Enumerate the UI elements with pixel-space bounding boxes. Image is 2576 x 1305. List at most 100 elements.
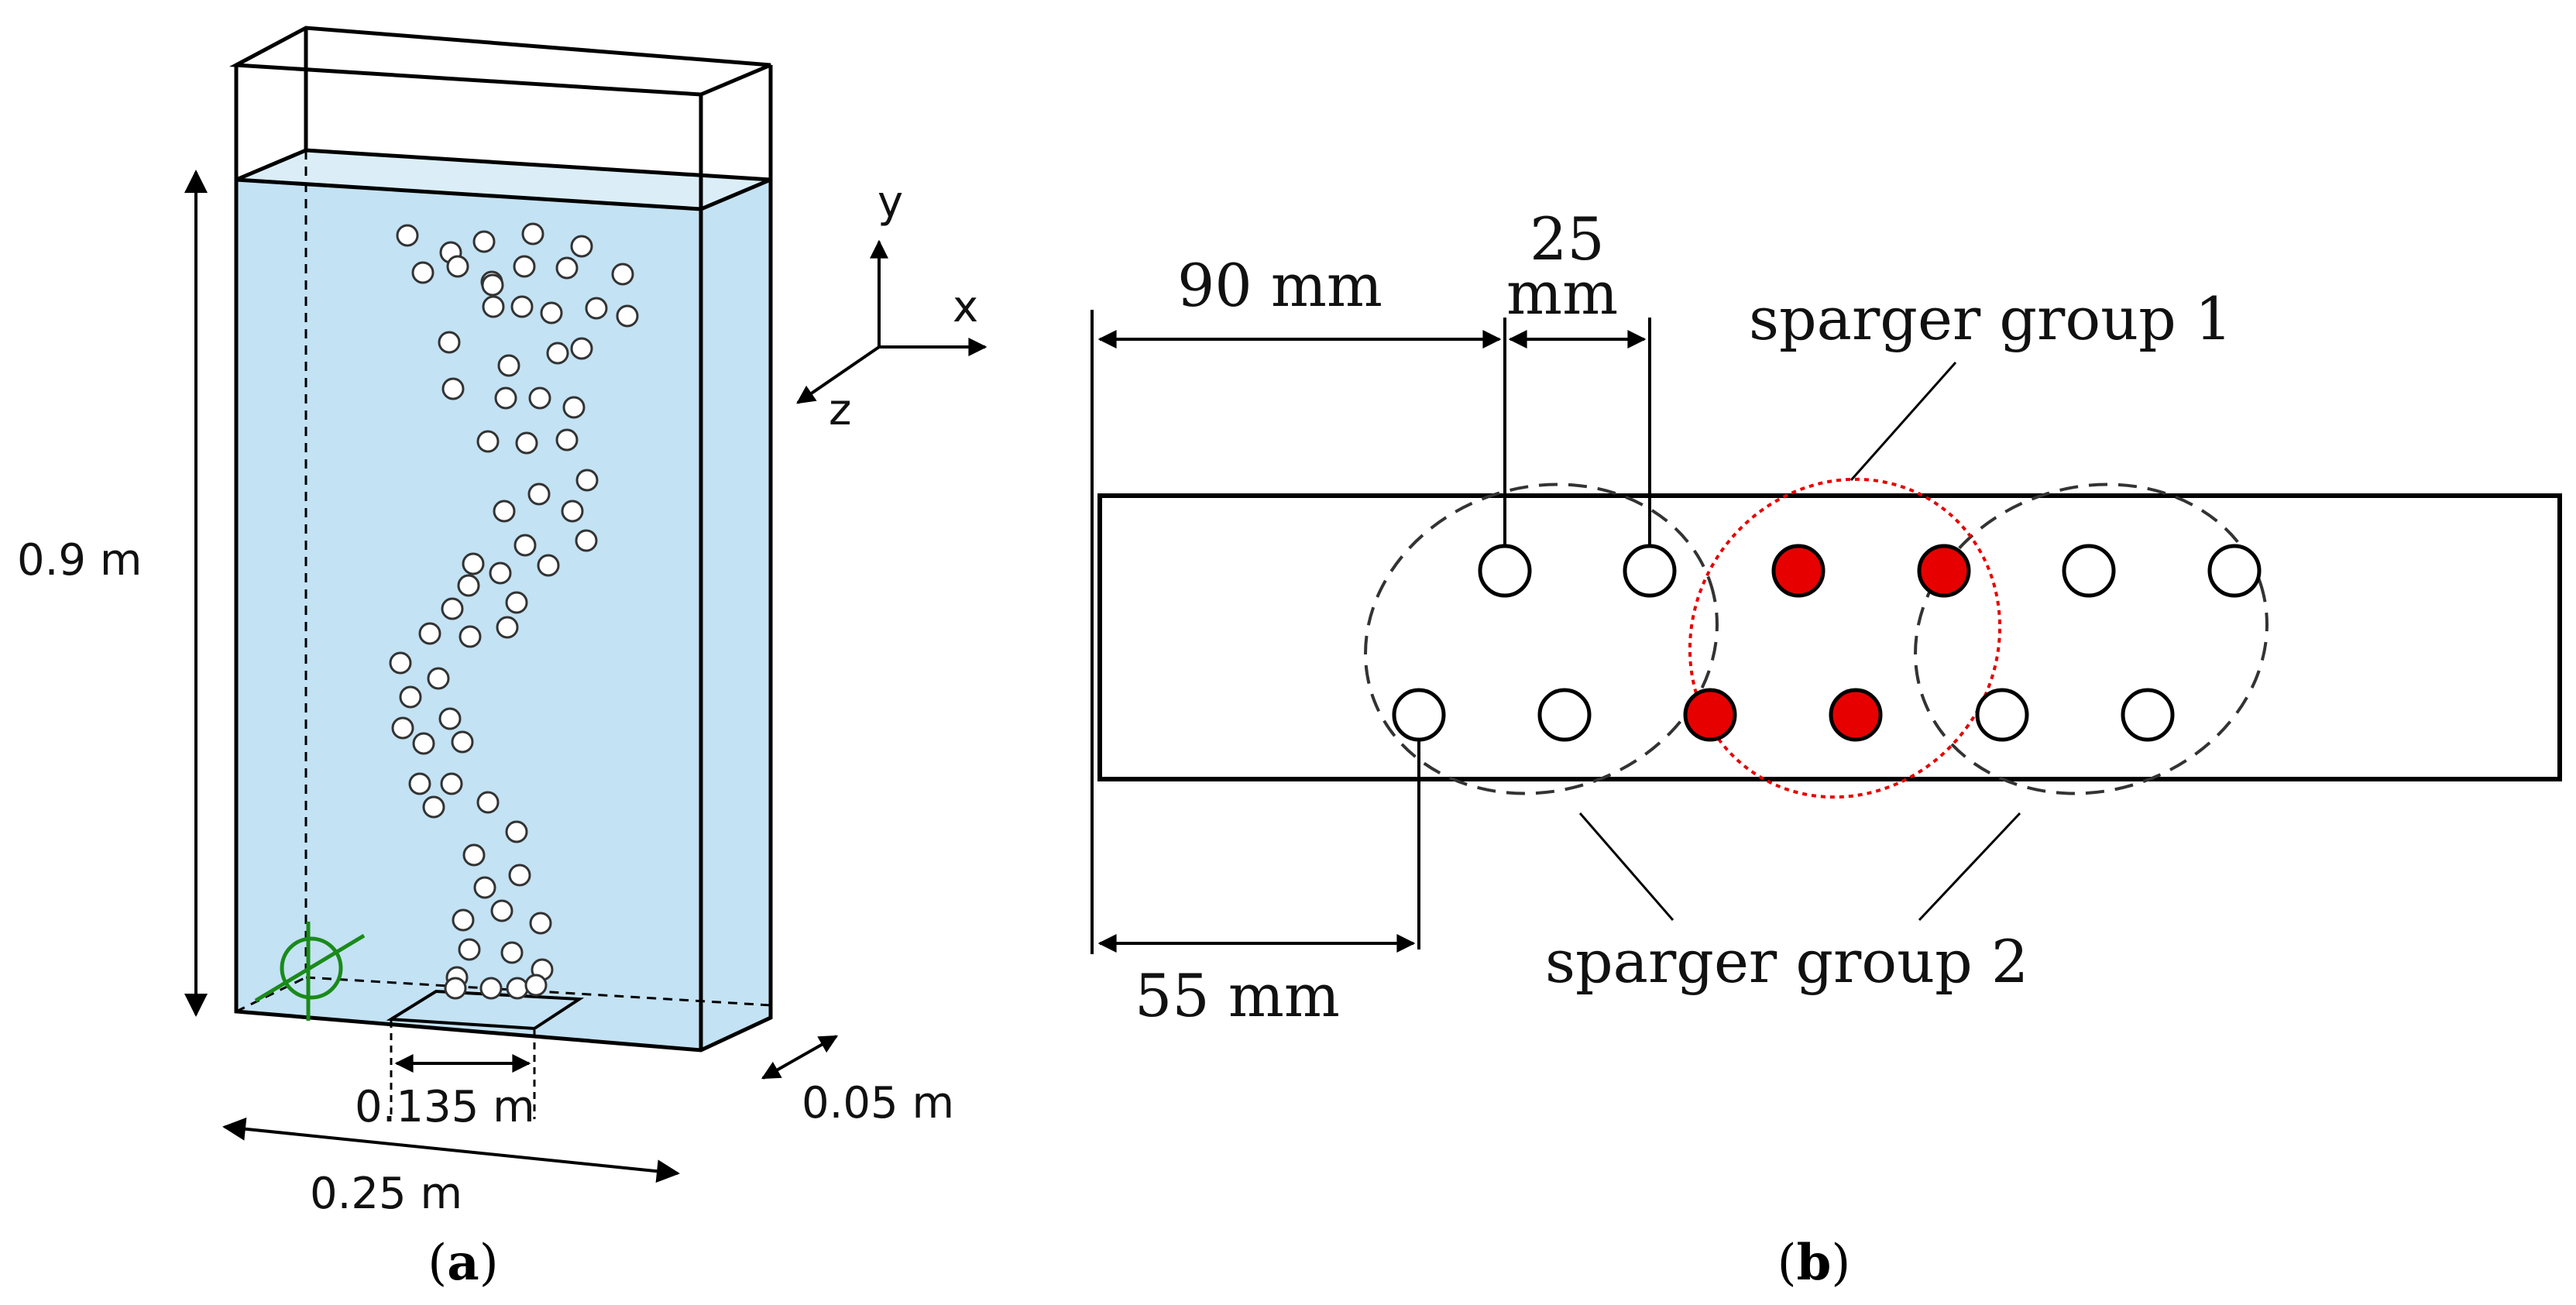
bubble — [513, 255, 536, 278]
tank-width-arrow — [222, 1117, 680, 1183]
sparger-group-1-outline — [1688, 477, 2002, 799]
bubble — [524, 974, 548, 997]
panel-a: 0.9 m 0.135 m 0.25 m 0.05 m y x z (a) — [17, 26, 987, 1292]
sparger-hole — [2121, 688, 2175, 742]
bubble — [561, 500, 584, 523]
bubble — [462, 843, 486, 867]
sparger-hole-active — [1683, 688, 1737, 742]
sparger-hole — [1537, 688, 1592, 742]
bubble — [438, 707, 462, 730]
bubble — [515, 431, 538, 455]
group-1-leader — [1850, 362, 1957, 481]
bubble — [493, 500, 516, 523]
bubble — [444, 977, 467, 1000]
bubble — [562, 396, 586, 419]
axis-z-label: z — [829, 385, 851, 435]
crosshair-icon — [254, 922, 366, 1021]
bubble — [472, 230, 496, 253]
sparger-group-2-label: sparger group 2 — [1545, 927, 2028, 996]
dimension-lines — [1097, 318, 1651, 953]
sparger-plate — [386, 989, 585, 1031]
bubble — [457, 574, 480, 597]
bubble — [389, 651, 412, 675]
bubble — [408, 772, 431, 795]
bubble — [585, 297, 608, 320]
bubble — [494, 386, 517, 410]
panel-a-caption: (a) — [428, 1234, 498, 1292]
bubble — [451, 730, 474, 754]
bubble — [529, 912, 552, 935]
bubble — [441, 377, 465, 400]
bubble — [490, 899, 513, 922]
bubble — [411, 261, 434, 284]
bubble — [412, 732, 435, 755]
bubble — [508, 864, 531, 887]
bubble — [616, 304, 639, 328]
bubble — [479, 977, 503, 1000]
bubble — [422, 795, 445, 819]
bubble-plume — [389, 222, 639, 1000]
panel-b-caption: (b) — [1777, 1234, 1851, 1292]
sparger-width-dimension — [390, 1021, 536, 1119]
dim-25-label-unit: mm — [1506, 259, 1618, 328]
bubble — [570, 337, 593, 360]
bubble — [513, 534, 537, 557]
water-front-face — [236, 180, 701, 1050]
bubble — [528, 386, 551, 410]
sparger-hole — [1478, 544, 1532, 598]
bubble — [418, 622, 441, 645]
bubble — [452, 908, 475, 932]
bubble — [611, 263, 634, 286]
depth-label: 0.05 m — [802, 1078, 954, 1128]
column-outline — [1097, 493, 2562, 781]
bubble — [496, 616, 519, 639]
sparger-hole-active — [1771, 544, 1826, 598]
bubble — [399, 685, 422, 709]
sparger-hole — [1975, 688, 2029, 742]
bubble — [440, 772, 463, 795]
group-2-leaders — [1578, 812, 2021, 922]
bubble — [458, 938, 481, 961]
bubble — [482, 295, 505, 318]
bubble — [446, 255, 469, 278]
depth-arrow — [761, 1035, 839, 1080]
bubble — [505, 820, 528, 843]
bubble — [459, 625, 482, 648]
sparger-hole-active — [1917, 544, 1971, 598]
bubble — [521, 222, 544, 246]
dim-55-label: 55 mm — [1135, 961, 1340, 1030]
axes-triad — [796, 239, 987, 404]
bubble — [476, 791, 500, 814]
spargers — [1392, 544, 2262, 742]
panel-b: 90 mm 25 mm 55 mm sparger group 1 sparge… — [1091, 204, 2562, 1292]
bubble — [462, 552, 485, 575]
bubble — [481, 273, 504, 297]
bubble — [441, 597, 464, 620]
bubble — [505, 591, 528, 614]
height-label: 0.9 m — [17, 535, 142, 586]
bubble — [427, 667, 450, 690]
axis-y-label: y — [878, 177, 903, 228]
bubble — [555, 428, 579, 452]
bubble — [396, 224, 419, 247]
bubble — [555, 256, 579, 280]
dim-90-label: 90 mm — [1177, 251, 1382, 320]
bubble — [540, 301, 563, 325]
bubble — [527, 483, 551, 506]
sparger-hole — [2207, 544, 2262, 598]
sparger-width-label: 0.135 m — [355, 1082, 535, 1132]
sparger-group-2-outline — [1364, 483, 2269, 795]
bubble — [575, 469, 599, 492]
bubble — [506, 977, 529, 1000]
sparger-hole — [2062, 544, 2116, 598]
sparger-hole — [1392, 688, 1446, 742]
water-side-face — [701, 180, 771, 1050]
sparger-hole-active — [1829, 688, 1883, 742]
tank-width-label: 0.25 m — [310, 1169, 462, 1219]
bubble — [391, 716, 414, 740]
bubble — [570, 235, 593, 258]
bubble — [537, 554, 560, 577]
sparger-hole — [1623, 544, 1677, 598]
bubble — [575, 529, 598, 552]
bubble — [438, 331, 461, 354]
